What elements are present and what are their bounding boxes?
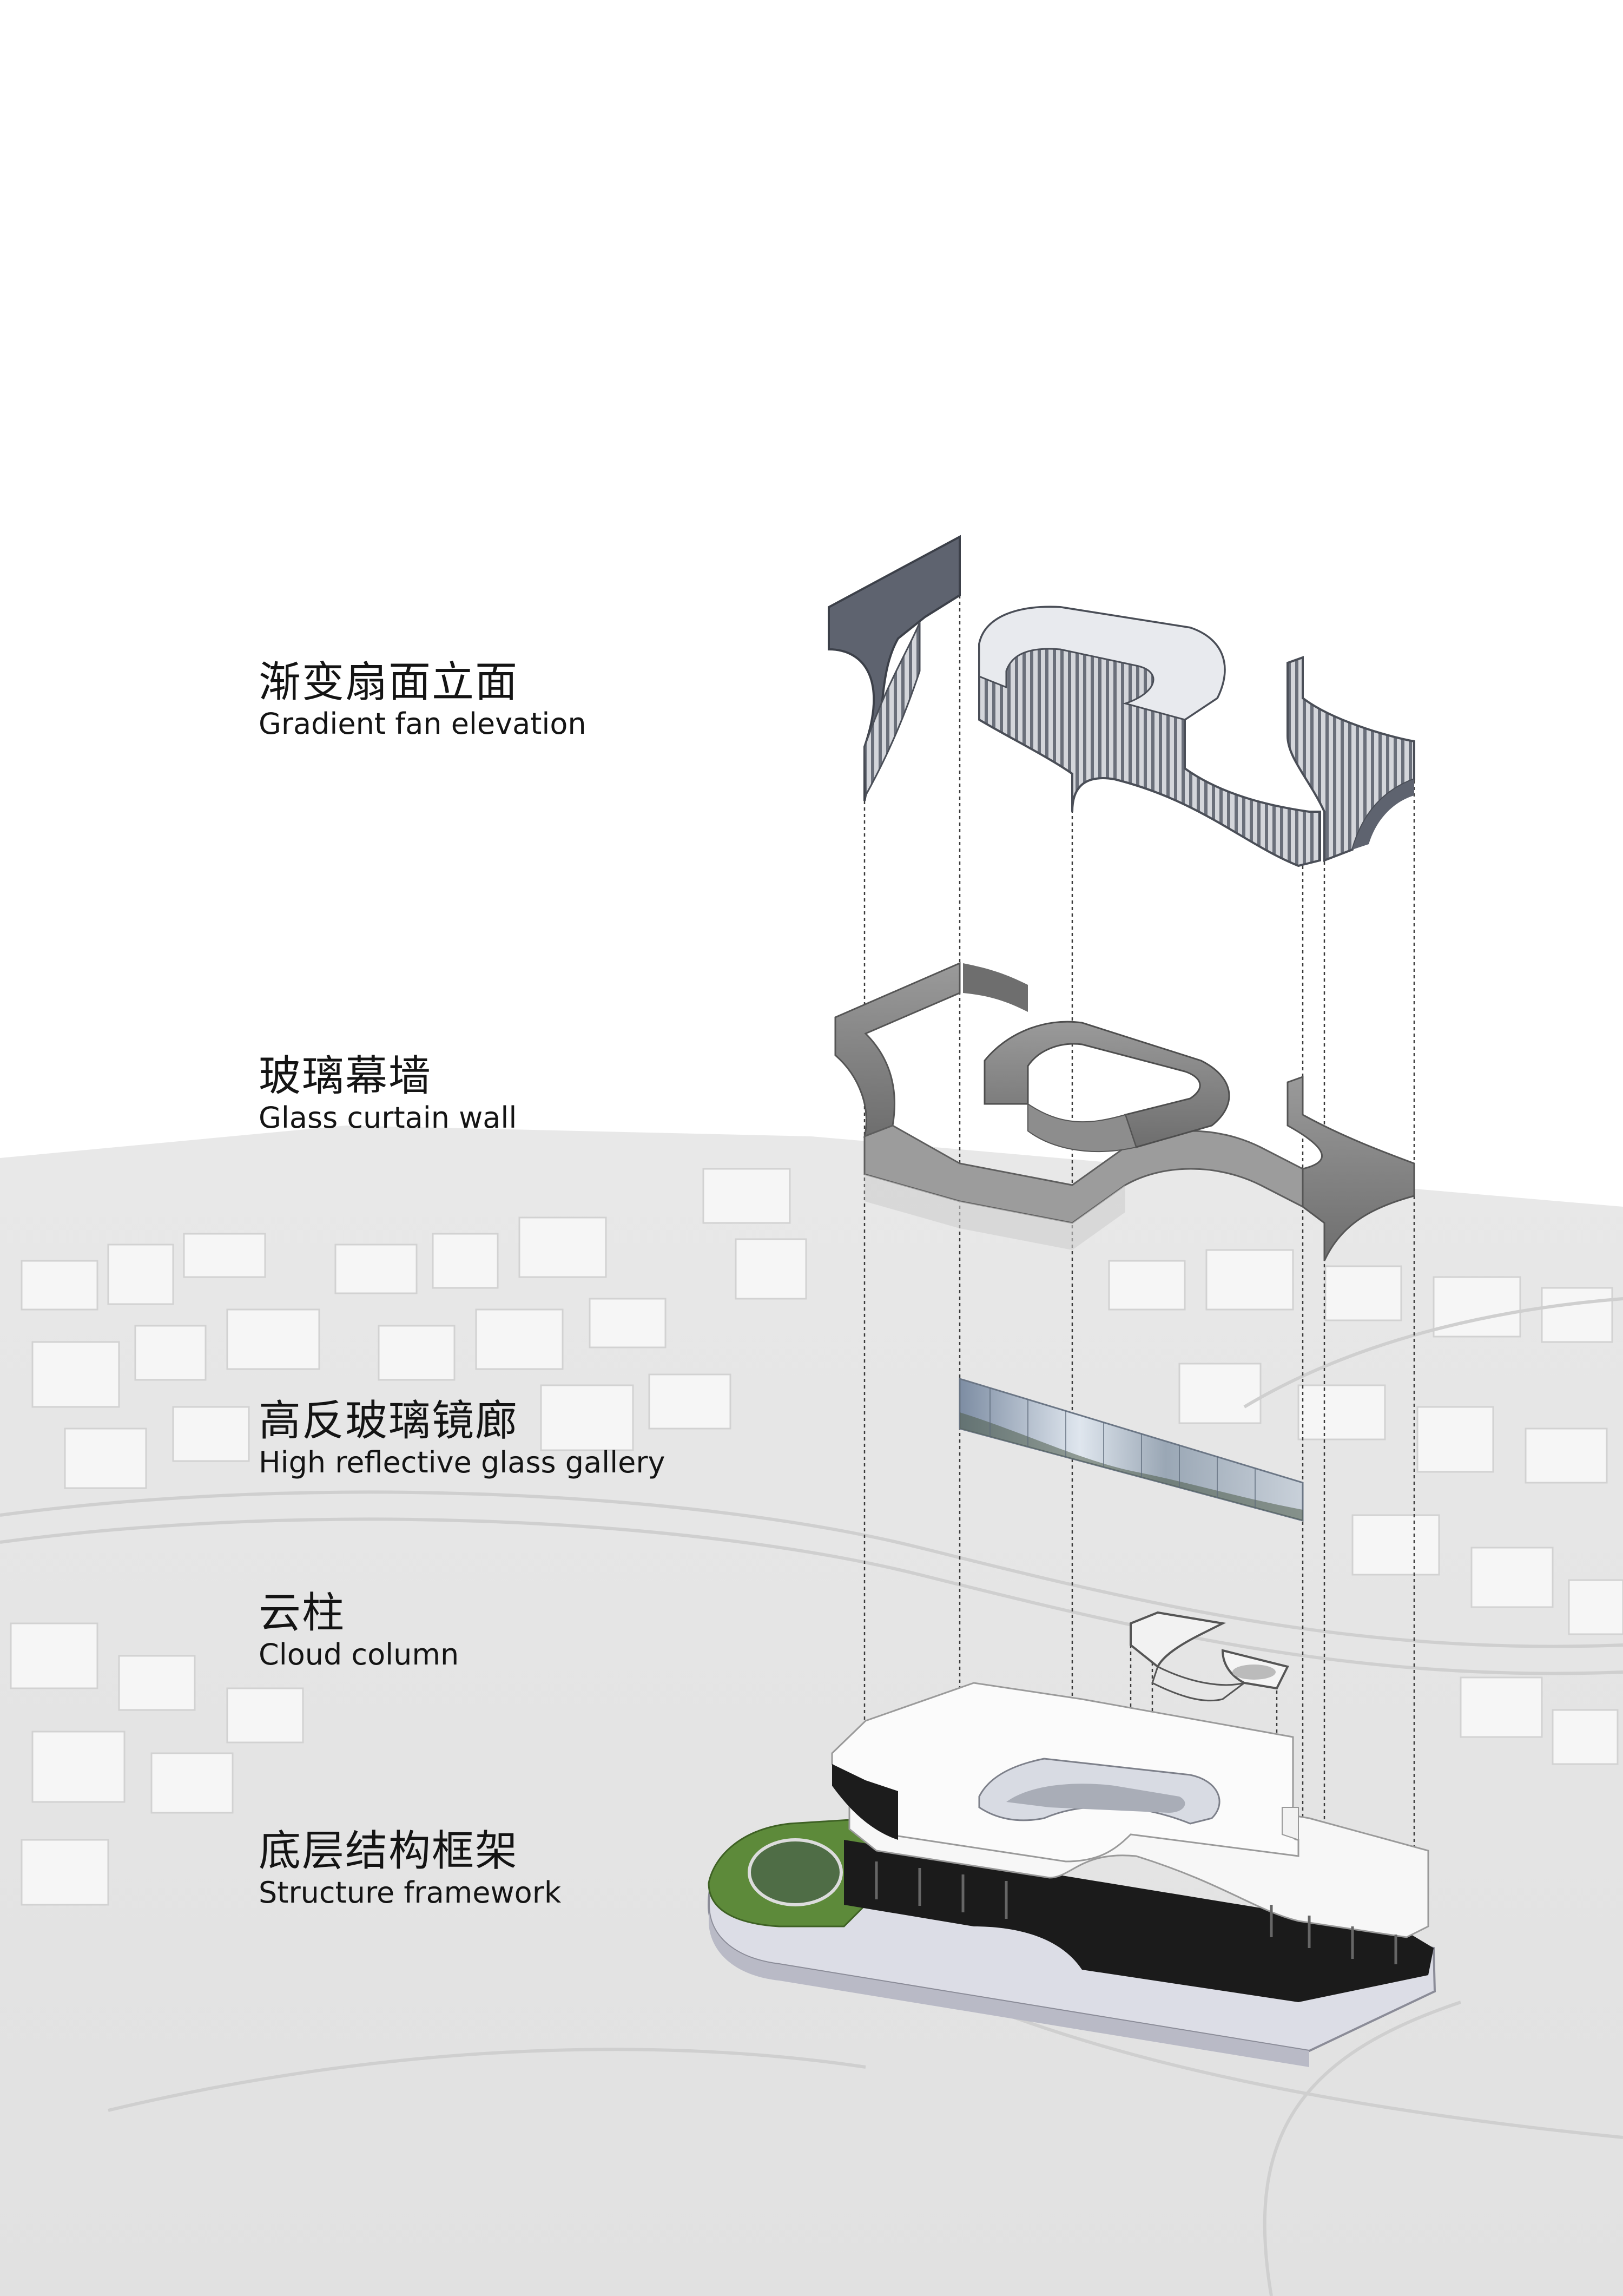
label-en: High reflective glass gallery — [259, 1445, 665, 1479]
alignment-lines — [863, 595, 1415, 1894]
label-zh: 云柱 — [259, 1589, 346, 1637]
label-high-reflective-glass-gallery: 高反玻璃镜廊 High reflective glass gallery — [259, 1396, 665, 1479]
glass-curtain-wall-layer — [834, 962, 1415, 1261]
city-context-background — [0, 1126, 1623, 2296]
label-en: Gradient fan elevation — [259, 707, 586, 741]
structure-framework-layer — [707, 1682, 1436, 2067]
label-en: Cloud column — [259, 1637, 459, 1672]
label-glass-curtain-wall: 玻璃幕墙 Glass curtain wall — [259, 1051, 517, 1135]
label-en: Structure framework — [259, 1876, 562, 1910]
label-en: Glass curtain wall — [259, 1101, 517, 1135]
label-zh: 玻璃幕墙 — [259, 1052, 432, 1101]
gradient-fan-elevation-layer — [828, 535, 1415, 867]
label-zh: 高反玻璃镜廊 — [259, 1397, 519, 1445]
label-cloud-column: 云柱 Cloud column — [259, 1588, 459, 1672]
label-zh: 底层结构框架 — [259, 1827, 519, 1876]
cloud-column-layer — [1130, 1611, 1289, 1702]
label-structure-framework: 底层结构框架 Structure framework — [259, 1826, 561, 1910]
label-zh: 渐变扇面立面 — [259, 658, 519, 707]
label-gradient-fan-elevation: 渐变扇面立面 Gradient fan elevation — [259, 657, 586, 741]
high-reflective-glass-gallery-layer — [959, 1377, 1304, 1522]
